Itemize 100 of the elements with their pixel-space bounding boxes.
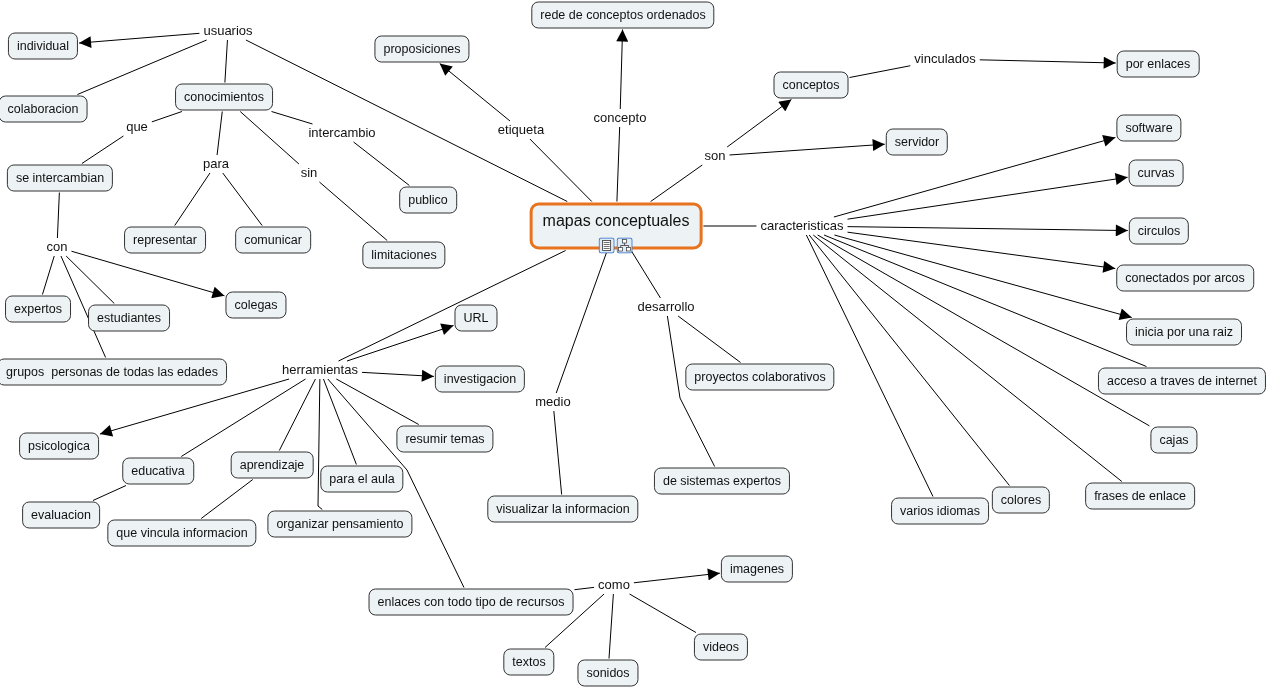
concept-box: cajas <box>1150 426 1198 454</box>
connector-line <box>616 126 621 202</box>
concept-box: varios idiomas <box>891 497 989 525</box>
connector-line <box>81 135 124 164</box>
concept-box: enlaces con todo tipo de recursos <box>368 588 574 616</box>
connector-line <box>41 255 55 295</box>
connector-line <box>353 141 410 186</box>
connector-line <box>174 172 211 226</box>
concept-box: conocimientos <box>175 83 273 111</box>
concept-box: estudiantes <box>88 304 170 332</box>
concept-box: aprendizaje <box>230 451 314 479</box>
connector-line <box>318 181 388 241</box>
concept-box: publico <box>399 186 457 214</box>
connector-line <box>239 111 300 165</box>
concept-box: colaboracion <box>0 95 88 123</box>
concept-title: mapas conceptuales <box>542 211 690 229</box>
connector-line <box>630 250 661 299</box>
connector-line <box>677 315 742 363</box>
concept-box: software <box>1116 114 1182 142</box>
arrow <box>346 323 454 362</box>
arrow <box>99 378 290 437</box>
connector-line <box>812 234 1123 482</box>
connector-line <box>805 234 934 497</box>
concept-box: individual <box>7 32 79 60</box>
connector-line <box>335 378 420 425</box>
connector-line <box>327 378 465 588</box>
connector-line <box>151 111 183 123</box>
connector-line <box>56 192 60 239</box>
connector-line <box>278 378 316 451</box>
arrow <box>71 250 225 299</box>
connector-line <box>180 378 307 457</box>
connector-line <box>553 410 563 495</box>
arrow <box>847 224 1129 237</box>
connector-line <box>529 138 593 202</box>
concept-box: frases de enlace <box>1085 482 1195 510</box>
concept-box: rede de conceptos ordenados <box>531 1 715 29</box>
concept-box: sonidos <box>577 659 639 687</box>
arrow <box>979 56 1117 69</box>
concept-box: representar <box>124 226 206 254</box>
connector-line <box>650 164 703 202</box>
concept-box: que vincula informacion <box>107 519 257 547</box>
concept-box: proposiciones <box>374 35 470 63</box>
connector-line <box>317 378 323 510</box>
concept-box: visualizar la informacion <box>487 495 639 523</box>
connector-line <box>200 479 254 519</box>
arrow <box>361 369 435 382</box>
connector-line <box>76 39 208 95</box>
concept-box: evaluacion <box>22 501 100 529</box>
concept-box: limitaciones <box>362 241 446 269</box>
arrow <box>729 139 886 156</box>
connector-line <box>216 111 223 156</box>
concept-box: curvas <box>1128 159 1184 187</box>
connector-line <box>544 593 605 648</box>
arrow <box>616 29 629 110</box>
connector-line <box>817 234 1150 427</box>
concept-box: se intercambian <box>6 164 114 192</box>
concept-box: organizar pensamiento <box>267 510 413 538</box>
concept-box: colegas <box>225 291 287 319</box>
connector-line <box>322 378 357 465</box>
arrow <box>78 32 200 49</box>
concept-box: inicia por una raiz <box>1126 318 1242 346</box>
connector-line <box>849 65 911 79</box>
connector-line <box>271 111 313 125</box>
connector-line <box>702 225 757 227</box>
arrow <box>847 231 1116 273</box>
connector-line <box>808 234 1010 486</box>
concept-box: proyectos colaborativos <box>685 363 835 391</box>
concept-box: psicologica <box>19 432 99 460</box>
concept-box: por enlaces <box>1116 50 1200 78</box>
connector-line <box>222 172 263 226</box>
concept-box: servidor <box>885 128 949 156</box>
arrow <box>726 99 792 148</box>
connector-line <box>224 39 228 83</box>
concept-box: resumir temas <box>396 425 494 453</box>
concept-box: comunicar <box>235 226 311 254</box>
concept-box: colores <box>991 486 1051 514</box>
connector-line <box>573 586 595 591</box>
connector-line <box>92 485 127 501</box>
concept-box: investigacion <box>434 365 526 393</box>
connector-line <box>629 593 697 633</box>
arrow <box>833 234 1133 321</box>
concept-box: para el aula <box>320 465 404 493</box>
arrow <box>439 63 511 122</box>
concept-box: acceso a traves de internet <box>1097 367 1267 395</box>
arrow <box>833 135 1116 218</box>
arrow <box>633 568 721 584</box>
concept-box: textos <box>503 648 555 676</box>
concept-box: de sistemas expertos <box>653 467 791 495</box>
connector-line <box>666 315 716 467</box>
connector-line <box>608 593 614 659</box>
concept-box: grupos personas de todas las edades <box>0 358 227 386</box>
concept-box: imagenes <box>720 555 794 583</box>
connector-line <box>338 250 567 362</box>
arrow <box>847 173 1129 220</box>
concept-box: educativa <box>122 457 194 485</box>
concept-box: expertos <box>5 295 71 323</box>
concept-box: conectados por arcos <box>1116 264 1254 292</box>
connector-line <box>245 39 568 202</box>
concept-box: conceptos <box>773 71 849 99</box>
concept-box: circulos <box>1128 217 1190 245</box>
